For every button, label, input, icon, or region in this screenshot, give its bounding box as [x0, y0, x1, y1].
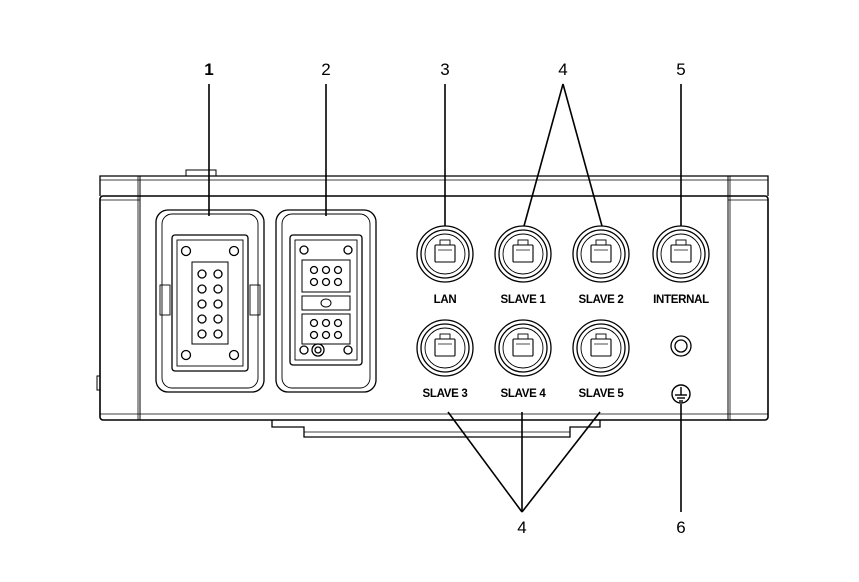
callout-4-top: 4 — [558, 60, 567, 79]
callout-3: 3 — [440, 60, 449, 79]
callout-6: 6 — [676, 518, 685, 537]
port-label-slave5: SLAVE 5 — [579, 388, 625, 400]
port-label-slave2: SLAVE 2 — [579, 294, 624, 306]
port-label-internal: INTERNAL — [653, 294, 709, 306]
leader-lines — [208, 83, 682, 513]
rj45-port-slave5 — [572, 319, 630, 377]
port-label-slave1: SLAVE 1 — [501, 294, 547, 306]
enclosure — [96, 169, 769, 438]
callout-1: 1 — [204, 60, 213, 79]
rj45-port-slave4 — [494, 319, 552, 377]
port-label-slave3: SLAVE 3 — [423, 388, 468, 400]
rj45-port-slave1 — [494, 225, 552, 283]
rj45-port-lan — [416, 225, 474, 283]
heavy-duty-connector-2 — [275, 209, 377, 393]
heavy-duty-connector-1 — [155, 209, 265, 393]
rj45-port-internal — [652, 225, 710, 283]
callout-4-bottom: 4 — [517, 518, 526, 537]
callout-5: 5 — [676, 60, 685, 79]
indicator-hole — [670, 335, 692, 357]
rj45-port-slave3 — [416, 319, 474, 377]
port-label-lan: LAN — [434, 294, 457, 306]
callout-2: 2 — [321, 60, 330, 79]
ground-icon — [671, 384, 691, 404]
port-label-slave4: SLAVE 4 — [501, 388, 547, 400]
rj45-port-slave2 — [572, 225, 630, 283]
